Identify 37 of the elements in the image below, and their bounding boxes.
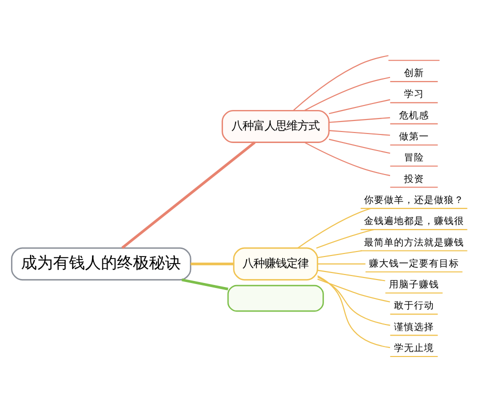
node-text: 创新 bbox=[404, 68, 424, 79]
connector bbox=[317, 269, 386, 281]
node-text: 赚大钱一定要有目标 bbox=[368, 258, 459, 269]
connector bbox=[304, 76, 390, 110]
node-text: 金钱遍地都是，赚钱很 bbox=[364, 216, 464, 227]
node-text: 敢于行动 bbox=[394, 300, 434, 312]
node-text: 用脑子赚钱 bbox=[388, 279, 439, 290]
node-box: 成为有钱人的终极秘诀 bbox=[11, 246, 192, 280]
connector bbox=[317, 250, 362, 258]
connector bbox=[293, 54, 388, 110]
connector bbox=[298, 207, 371, 248]
node-text: 你要做羊，还是做狼？ bbox=[364, 194, 464, 206]
node-text: 学无止境 bbox=[394, 342, 434, 354]
connector bbox=[317, 274, 390, 348]
connector bbox=[318, 262, 366, 264]
node-box bbox=[227, 284, 324, 312]
node-text: 投资 bbox=[404, 173, 424, 184]
connector bbox=[190, 262, 234, 265]
connector bbox=[316, 228, 374, 248]
connector bbox=[328, 98, 390, 114]
node-text: 最简单的方法就是赚钱 bbox=[364, 236, 464, 248]
node-box: 八种富人思维方式 bbox=[222, 109, 330, 142]
connector bbox=[328, 138, 390, 154]
connector bbox=[329, 130, 390, 136]
node-underline bbox=[388, 59, 440, 60]
connector bbox=[317, 278, 390, 302]
node-text: 危机感 bbox=[398, 110, 429, 121]
node-text: 学习 bbox=[404, 88, 424, 100]
connector bbox=[329, 116, 390, 122]
node-text: 做第一 bbox=[398, 131, 429, 142]
connector bbox=[318, 276, 390, 326]
connector bbox=[121, 140, 256, 248]
node-text: 谨慎选择 bbox=[394, 321, 434, 332]
node-text: 冒险 bbox=[404, 152, 424, 164]
connector bbox=[182, 278, 228, 290]
connector bbox=[304, 141, 390, 176]
node-box: 八种赚钱定律 bbox=[233, 246, 318, 280]
